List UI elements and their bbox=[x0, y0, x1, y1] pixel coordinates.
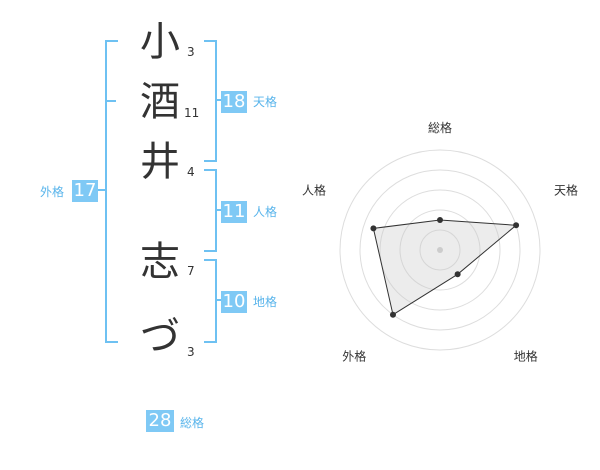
radar-data-polygon bbox=[372, 219, 518, 316]
radar-axis-label-3: 地格 bbox=[514, 349, 538, 364]
soukaku-badge: 28 bbox=[146, 410, 174, 432]
jinkaku-label: 人格 bbox=[253, 205, 278, 219]
stroke-count-4: 7 bbox=[187, 264, 195, 278]
name-char-1: 小 bbox=[140, 19, 180, 65]
radar-point-1 bbox=[437, 217, 443, 223]
jinkaku-badge: 11 bbox=[221, 201, 247, 223]
soukaku-label: 総格 bbox=[180, 416, 205, 430]
tenkaku-connector bbox=[216, 99, 221, 101]
gaikaku-connector bbox=[98, 189, 105, 191]
gaikaku-badge: 17 bbox=[72, 180, 98, 202]
radar-point-2 bbox=[513, 222, 520, 229]
gaikaku-bracket-tick bbox=[105, 100, 116, 102]
stroke-count-1: 3 bbox=[187, 45, 195, 59]
radar-axis-label-4: 外格 bbox=[342, 349, 366, 364]
radar-center-dot bbox=[437, 247, 443, 253]
chikaku-connector bbox=[216, 299, 221, 301]
tenkaku-bracket bbox=[204, 40, 217, 162]
radar-axis-label-2: 天格 bbox=[554, 182, 578, 197]
name-char-3: 井 bbox=[140, 139, 180, 185]
radar-point-4 bbox=[389, 311, 396, 318]
stroke-count-3: 4 bbox=[187, 165, 195, 179]
name-char-2: 酒 bbox=[140, 79, 180, 125]
gaikaku-bracket bbox=[105, 40, 118, 343]
chikaku-bracket bbox=[204, 259, 217, 343]
tenkaku-label: 天格 bbox=[253, 95, 278, 109]
stroke-count-5: 3 bbox=[187, 345, 195, 359]
name-char-5: づ bbox=[140, 314, 180, 360]
jinkaku-connector bbox=[216, 209, 221, 211]
chikaku-badge: 10 bbox=[221, 291, 247, 313]
stroke-count-2: 11 bbox=[184, 106, 200, 120]
radar-axis-label-1: 総格 bbox=[428, 120, 452, 135]
chikaku-label: 地格 bbox=[253, 295, 278, 309]
name-char-4: 志 bbox=[140, 239, 180, 285]
gaikaku-label: 外格 bbox=[40, 185, 65, 199]
radar-axis-label-5: 人格 bbox=[302, 182, 326, 197]
radar-point-5 bbox=[370, 225, 377, 232]
radar-point-3 bbox=[454, 271, 461, 278]
tenkaku-badge: 18 bbox=[221, 91, 247, 113]
